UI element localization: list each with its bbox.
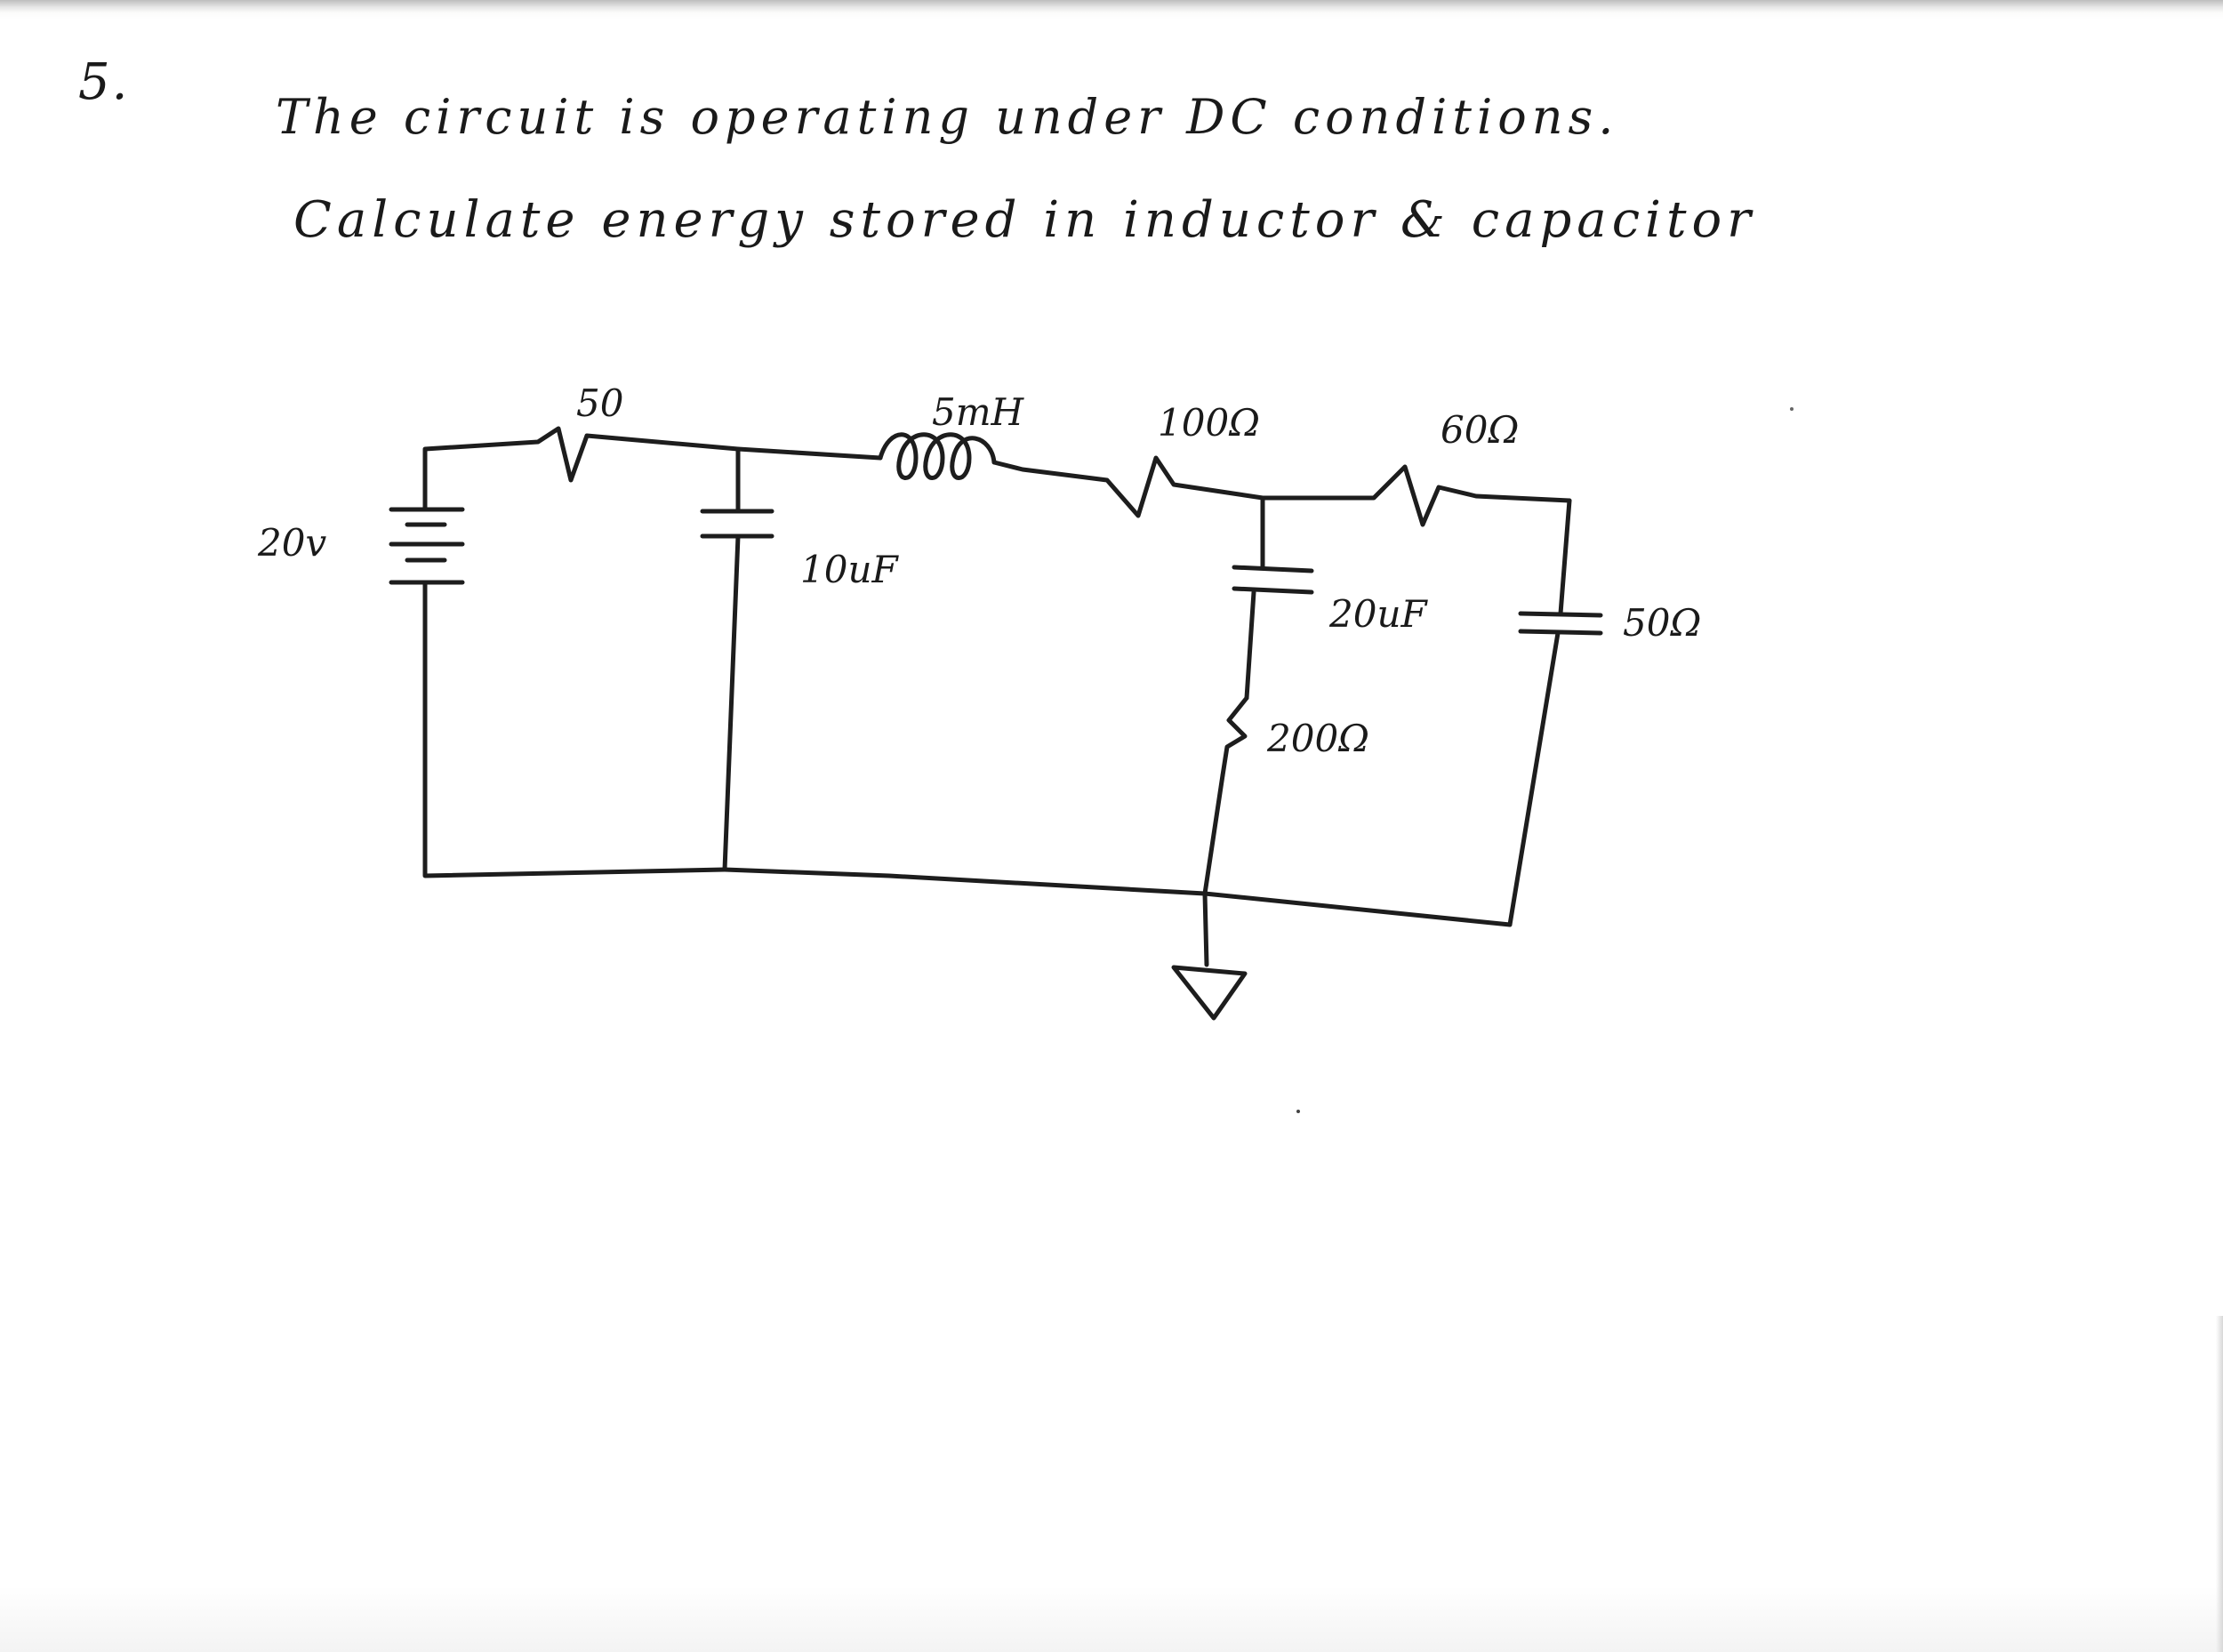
resistor-r4-symbol — [1220, 695, 1249, 778]
wire-to-inductor — [735, 446, 883, 461]
wire-left-top — [422, 426, 741, 512]
capacitor-c3-symbol — [1518, 611, 1603, 636]
wire-inductor-r2 — [991, 455, 1265, 518]
label-r2: 100Ω — [1158, 401, 1260, 445]
wire-to-ground — [1202, 891, 1209, 967]
label-c3: 50Ω — [1623, 601, 1701, 645]
wire-c3-bottom — [1507, 630, 1561, 927]
wire-r3 — [1260, 464, 1572, 527]
label-c1: 10uF — [800, 548, 899, 591]
problem-statement-line-2: Calculate energy stored in inductor & ca… — [293, 191, 1756, 249]
dc-source-symbol — [389, 507, 465, 585]
capacitor-c2-symbol — [1232, 565, 1314, 595]
wire-c3-top — [1558, 498, 1572, 616]
right-edge-shadow — [2216, 1316, 2223, 1652]
wire-source-down — [422, 580, 727, 878]
wire-r4-bottom — [1202, 773, 1225, 896]
label-r4: 200Ω — [1266, 717, 1369, 760]
ground-symbol — [1171, 965, 1248, 1021]
label-l1: 5mH — [932, 390, 1025, 434]
problem-statement-line-1: The circuit is operating under DC condit… — [276, 89, 1619, 145]
wire-c2-bottom — [1244, 589, 1256, 701]
top-edge-shadow — [0, 0, 2223, 12]
paper-speck — [1296, 1110, 1300, 1113]
wire-c1-bottom — [722, 533, 741, 872]
paper-speck — [1790, 407, 1794, 411]
wire-bottom-return — [722, 867, 1513, 927]
label-source: 20v — [257, 521, 326, 565]
inductor-l1-coils — [878, 432, 997, 480]
label-c2: 20uF — [1328, 592, 1428, 636]
label-r1: 50 — [576, 381, 623, 425]
problem-number: 5. — [78, 53, 130, 111]
capacitor-c1-symbol — [700, 509, 774, 539]
label-r3: 60Ω — [1441, 408, 1519, 452]
